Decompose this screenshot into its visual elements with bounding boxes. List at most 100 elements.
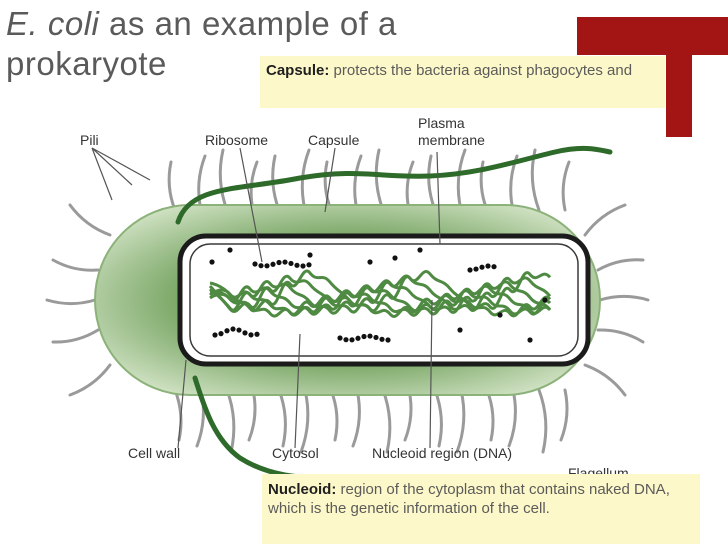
pilus [455, 388, 466, 454]
ribosome [254, 331, 260, 337]
title-rest: as an example of a prokaryote [6, 5, 397, 82]
pilus [598, 294, 650, 302]
pilus [537, 388, 548, 454]
capsule-description: protects the bacteria against phagocytes… [329, 62, 633, 79]
pilus [433, 388, 443, 448]
accent-bar-top [577, 17, 728, 55]
ribosome [242, 330, 248, 336]
ribosome [252, 261, 258, 267]
ribosome [361, 333, 367, 340]
nucleoid-term: Nucleoid: [268, 481, 337, 498]
ribosome [417, 247, 423, 253]
dna-strand [209, 292, 552, 318]
ribosome-dots [209, 247, 548, 343]
label-plasma: Plasma [418, 115, 465, 131]
label-cell-wall: Cell wall [128, 445, 180, 461]
ribosome [264, 263, 270, 269]
pilus [277, 388, 287, 448]
pilus [596, 328, 645, 344]
ribosome [385, 337, 391, 343]
cell-wall [177, 233, 591, 367]
ribosome [212, 332, 218, 338]
nucleoid-callout: Nucleoid: region of the cytoplasm that c… [262, 474, 700, 544]
plasma-membrane [189, 243, 579, 357]
ribosome [479, 264, 485, 270]
ribosome [491, 264, 497, 270]
ribosome [337, 335, 343, 341]
ribosome [300, 263, 306, 269]
ribosome [276, 259, 282, 266]
ribosome [288, 260, 294, 267]
ribosome [343, 337, 349, 343]
pilus [427, 154, 437, 212]
pilus [225, 388, 236, 454]
pilus [68, 363, 112, 397]
ribosome [218, 331, 224, 337]
pilus [300, 148, 311, 212]
ribosome [258, 263, 264, 269]
pilus [381, 388, 392, 454]
label-membrane: membrane [418, 132, 485, 148]
nucleoid-description: region of the cytoplasm that contains na… [268, 481, 670, 517]
pilus [45, 298, 97, 306]
ribosome [367, 259, 373, 265]
flagellum [175, 145, 613, 225]
pilus [353, 154, 363, 212]
pilus [351, 388, 361, 448]
ribosome [230, 326, 236, 332]
ribosome [527, 337, 533, 343]
ribosome [294, 262, 300, 268]
ribosome [457, 327, 463, 333]
label-pili: Pili [80, 132, 99, 148]
ribosome [282, 259, 288, 265]
ribosome [467, 267, 473, 273]
dna-strand [209, 284, 552, 316]
ribosome [542, 297, 548, 303]
pilus [403, 388, 413, 442]
title-organism: E. coli [6, 5, 100, 42]
dna-strand [208, 288, 552, 317]
dna-strand [209, 279, 552, 315]
pilus [197, 154, 207, 212]
ribosome [473, 266, 479, 272]
label-nucleoid-region: Nucleoid region (DNA) [372, 445, 512, 461]
pilus [51, 258, 100, 272]
pilus [456, 148, 467, 212]
ribosome [307, 252, 313, 258]
pilus [173, 388, 183, 442]
ribosome [355, 335, 361, 341]
leader-lines [91, 147, 441, 449]
ribosome [306, 262, 312, 268]
pilus [405, 160, 415, 212]
accent-bar-side [666, 55, 692, 137]
pilus [583, 203, 627, 237]
ribosome [224, 328, 230, 334]
pilus [299, 388, 310, 454]
ribosome [227, 247, 233, 253]
pilus [68, 203, 112, 237]
pilus [507, 388, 517, 448]
ribosome [236, 327, 242, 333]
pilus [218, 148, 229, 212]
label-ribosome: Ribosome [205, 132, 268, 148]
pilus [167, 160, 177, 212]
nucleoid-dna [208, 269, 552, 318]
pilus [485, 388, 495, 442]
ribosome [392, 255, 398, 261]
capsule-callout: Capsule: protects the bacteria against p… [260, 56, 665, 108]
label-cytosol: Cytosol [272, 445, 319, 461]
ribosome [270, 261, 276, 267]
label-capsule: Capsule [308, 132, 360, 148]
pilus [247, 388, 257, 442]
ribosome [497, 312, 503, 318]
ribosome [373, 334, 379, 341]
pilus [51, 328, 100, 344]
ribosome [248, 332, 254, 338]
pilus [561, 160, 571, 212]
ribosome [367, 333, 373, 339]
ribosome [485, 263, 491, 269]
pilus [329, 388, 339, 442]
capsule-term: Capsule: [266, 62, 330, 79]
ribosome [379, 336, 385, 342]
